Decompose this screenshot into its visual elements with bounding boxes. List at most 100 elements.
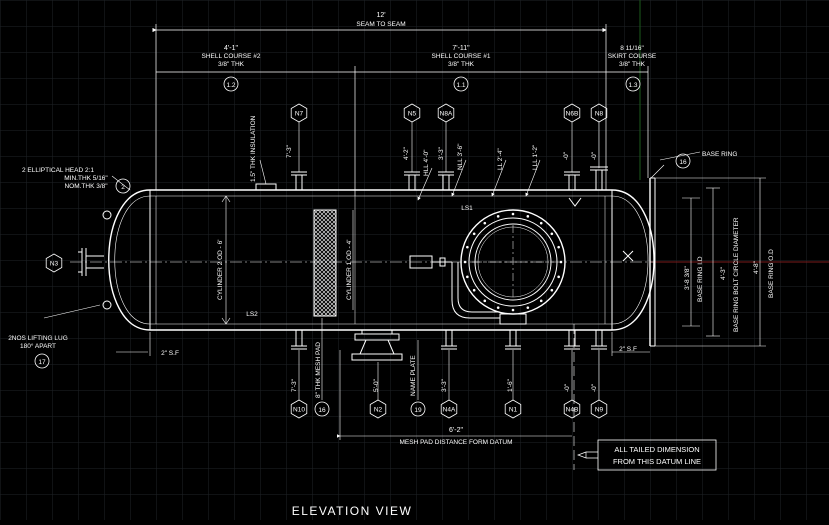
- manhole-bolt: [559, 260, 563, 264]
- base-id-label: BASE RING I.D: [697, 256, 704, 302]
- nll-label: NLL 3'-6": [457, 143, 464, 170]
- sf-left: 2" S.F: [161, 350, 179, 357]
- base-id-value: 3'-8 3/8": [684, 266, 691, 290]
- manhole-n1: [460, 209, 566, 325]
- lug-tag: 17: [38, 359, 46, 366]
- internal-pipe: [409, 255, 500, 319]
- manhole-bolt: [557, 245, 560, 249]
- n10-elev: 7'-3": [291, 378, 298, 392]
- left-nozzle-n3: [78, 210, 112, 310]
- shell2-label: SHELL COURSE #2: [201, 53, 260, 60]
- inner-vertical-dims: [221, 177, 766, 347]
- lll-label: LLL 1'-2": [532, 144, 539, 170]
- nozzle-tag-n6b: N6B: [566, 111, 579, 118]
- manhole-bolt: [496, 215, 500, 218]
- manhole-bolt: [483, 221, 487, 225]
- shell2-tag: 1.2: [226, 82, 235, 89]
- nozzle-tag-n5: N5: [408, 111, 417, 118]
- lug-note-2: 180° APART: [20, 342, 56, 350]
- manhole-bolt: [483, 299, 487, 303]
- top-dimensions: [152, 24, 649, 196]
- shell2-thk: 3/8" THK: [218, 61, 245, 68]
- base-ring: [622, 177, 656, 347]
- mesh-pad-label: 8" THK MESH PAD: [315, 342, 322, 398]
- manhole-bolt: [511, 308, 515, 312]
- nozzle-tag-n8: N8: [595, 111, 604, 118]
- ll-label: LL 2'-4": [497, 148, 504, 170]
- nozzle-tag-n4a-hexagon: [440, 399, 458, 419]
- cyl2-label: CYLINDER 2 OD - 6': [217, 240, 224, 300]
- datum-note-box: [597, 439, 717, 471]
- head-note-1: 2 ELLIPTICAL HEAD 2:1: [22, 167, 94, 174]
- n4a-elev: 3'-3": [441, 378, 448, 392]
- manhole-bolt: [511, 212, 515, 216]
- shell1-value: 7'-11": [452, 45, 470, 52]
- insulation-label: 1.5" THK INSULATION: [250, 115, 257, 182]
- nozzle-tag-n9: N9: [595, 407, 604, 414]
- nozzle-tag-n4b-hexagon: [563, 399, 581, 419]
- nozzle-tag-n10-hexagon: [290, 399, 308, 419]
- skirt-value: 8 11/16": [620, 45, 644, 52]
- mesh-tag: 16: [318, 407, 326, 414]
- skirt-tag: 1.3: [628, 82, 637, 89]
- manhole-bolt: [557, 275, 560, 279]
- shell2-value: 4'-1": [224, 45, 238, 52]
- manhole-bolts: [463, 212, 563, 312]
- manhole-bolt: [550, 232, 554, 236]
- manhole-bolt: [496, 306, 500, 309]
- base-ring-label: BASE RING: [702, 151, 737, 158]
- datum-note-2: FROM THIS DATUM LINE: [613, 457, 701, 466]
- cyl1-label: CYLINDER 1 OD - 4': [346, 240, 353, 300]
- lug-note-1: 2NOS LIFTING LUG: [8, 335, 68, 342]
- name-plate-tag: 19: [414, 407, 422, 414]
- nozzle-tag-n4a: N4A: [443, 407, 456, 414]
- leader-lines: [43, 122, 701, 470]
- bolt-circle-value: 4'-3": [720, 266, 727, 280]
- n4b-elev: -0": [564, 383, 571, 392]
- nozzle-tag-n8a-hexagon: [437, 103, 455, 123]
- nozzle-tag-n6b-hexagon: [563, 103, 581, 123]
- n8a-elev: 3'-3": [438, 146, 445, 160]
- nozzle-tag-n7: N7: [295, 111, 304, 118]
- nozzle-tag-n3-hexagon: [45, 253, 63, 273]
- base-od-value: 4'-8": [753, 260, 760, 274]
- nozzle-tag-n4b: N4B: [566, 407, 579, 414]
- shell1-thk: 3/8" THK: [448, 61, 475, 68]
- nozzle-tag-n2: N2: [374, 407, 383, 414]
- manhole-bolt: [526, 306, 530, 309]
- n8-elev: -0": [591, 151, 598, 160]
- nozzle-tag-n5-hexagon: [403, 103, 421, 123]
- n5-elev: 4'-2": [403, 146, 410, 160]
- nozzle-tag-n3: N3: [50, 261, 59, 268]
- shell1-label: SHELL COURSE #1: [431, 53, 490, 60]
- shell1-tag: 1.1: [456, 82, 465, 89]
- nozzle-tag-n8a: N8A: [440, 111, 453, 118]
- mesh-pad: [313, 209, 337, 317]
- seam-label: SEAM TO SEAM: [356, 21, 405, 28]
- manhole-bolt: [472, 288, 476, 292]
- mesh-distance-value: 6'-2": [449, 427, 463, 434]
- ls1-label: LS1: [461, 205, 473, 212]
- skirt-thk: 3/8" THK: [619, 61, 646, 68]
- nozzle-tag-n1: N1: [509, 407, 518, 414]
- ls2-label: LS2: [246, 311, 258, 318]
- head-tag: 2: [121, 184, 125, 191]
- head-note-2: MIN.THK 5/16": [64, 175, 108, 182]
- head-note-3: NOM.THK 3/8": [64, 183, 108, 190]
- bolt-circle-label: BASE RING BOLT CIRCLE DIAMETER: [733, 217, 740, 332]
- view-title: ELEVATION VIEW: [292, 504, 413, 518]
- manhole-bolt: [472, 232, 476, 236]
- n2-elev: 5'-0": [373, 378, 380, 392]
- n9-elev: -0": [591, 383, 598, 392]
- manhole-bolt: [539, 299, 543, 303]
- mesh-distance-label: MESH PAD DISTANCE FORM DATUM: [399, 439, 512, 446]
- manhole-bolt: [550, 288, 554, 292]
- skirt-label: SKIRT COURSE: [608, 53, 657, 60]
- n6b-elev: -0": [563, 151, 570, 160]
- nozzle-tag-n2-hexagon: [369, 399, 387, 419]
- nozzle-tag-n8-hexagon: [590, 103, 608, 123]
- manhole-bolt: [526, 215, 530, 218]
- sf-right: 2" S.F: [619, 346, 637, 353]
